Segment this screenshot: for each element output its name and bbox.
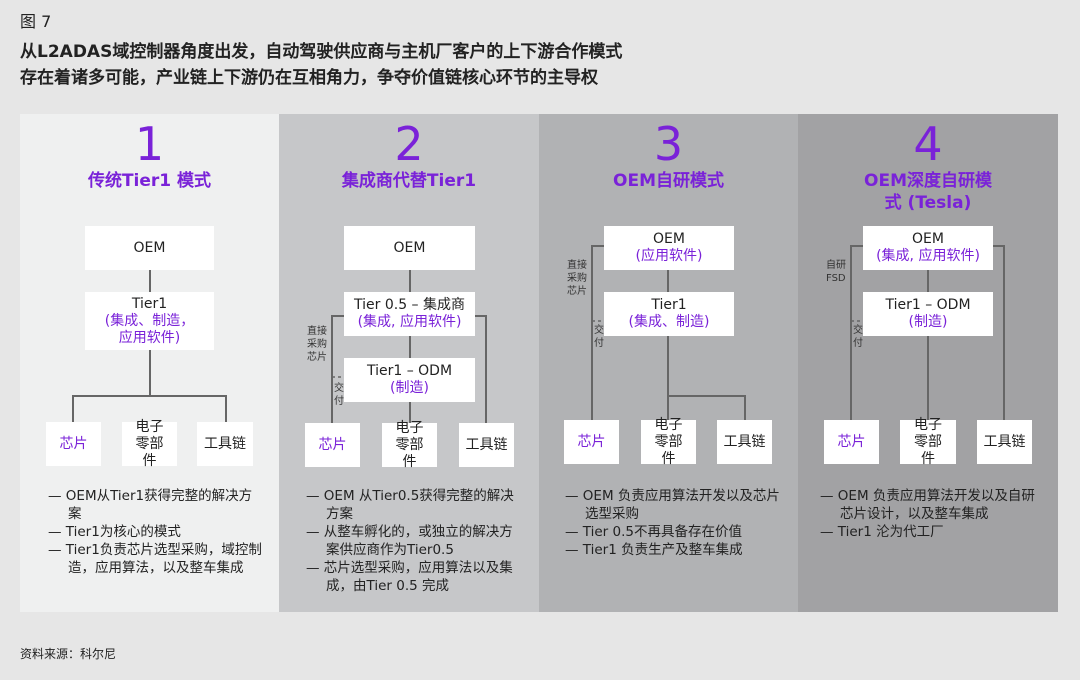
bullet-list: — OEM从Tier1获得完整的解决方案 — Tier1为核心的模式 — Tie…: [48, 487, 263, 577]
delivery-label: 交付: [853, 325, 863, 349]
source-note: 资料来源：科尔尼: [20, 647, 117, 661]
panel-number: 2: [394, 117, 424, 171]
panel-2: 2 集成商代替Tier1 OEM Tier 0.5 – 集成商(集成, 应用软件…: [279, 114, 539, 612]
electronics-label: 电子零部件: [395, 419, 424, 470]
toolchain-box: 工具链: [459, 423, 514, 467]
toolchain-box: 工具链: [717, 420, 772, 464]
oem-box: OEM: [344, 226, 475, 270]
electronics-box: 电子零部件: [382, 420, 437, 470]
bullet: — OEM 从Tier0.5获得完整的解决方案: [306, 488, 514, 522]
chip-label: 芯片: [837, 433, 866, 450]
tier05-box: Tier 0.5 – 集成商(集成, 应用软件): [344, 292, 475, 336]
connector-lines: [850, 245, 1005, 420]
toolchain-box: 工具链: [977, 420, 1032, 464]
figure-label: 图 7: [20, 12, 52, 31]
connector-lines: [591, 245, 746, 420]
panel-number: 3: [653, 117, 684, 171]
oem-label: OEM: [912, 231, 944, 247]
oem-box: OEM: [85, 226, 214, 270]
bullet: — 从整车孵化的，或独立的解决方案供应商作为Tier0.5: [306, 524, 513, 558]
tier1-odm-box: Tier1 – ODM(制造): [344, 358, 475, 402]
electronics-box: 电子零部件: [122, 419, 177, 469]
bullet: — Tier1为核心的模式: [48, 524, 181, 540]
chip-label: 芯片: [318, 436, 347, 453]
tier1-odm-label: Tier1 – ODM: [885, 297, 971, 313]
direct-purchase-label: 直接采购芯片: [307, 326, 327, 363]
panel-1: 1 传统Tier1 模式 OEM Tier1(集成、制造，应用软件) 芯片 电子…: [20, 114, 279, 612]
electronics-box: 电子零部件: [900, 417, 956, 467]
chip-box: 芯片: [305, 423, 360, 467]
direct-purchase-label: 直接采购芯片: [567, 260, 587, 297]
tier1-role: (集成、制造): [628, 314, 710, 330]
panel-title: 集成商代替Tier1: [341, 171, 477, 191]
toolchain-label: 工具链: [465, 436, 508, 453]
tier1-odm-role: (制造): [390, 380, 429, 396]
bullet: — OEM 负责应用算法开发以及芯片选型采购: [565, 488, 780, 522]
panel-title: OEM深度自研模式 (Tesla): [864, 171, 992, 213]
tier1-box: Tier1(集成、制造): [604, 292, 734, 336]
tier1-label: Tier1: [131, 295, 168, 312]
chip-box: 芯片: [564, 420, 619, 464]
bullet: — OEM从Tier1获得完整的解决方案: [48, 488, 253, 522]
chip-label: 芯片: [59, 435, 88, 452]
panel-title: OEM自研模式: [613, 171, 724, 191]
bullet: — Tier1 沦为代工厂: [820, 524, 944, 540]
bullet-list: — OEM 从Tier0.5获得完整的解决方案 — 从整车孵化的，或独立的解决方…: [306, 487, 524, 595]
electronics-label: 电子零部件: [914, 416, 942, 467]
bullet-list: — OEM 负责应用算法开发以及自研芯片设计，以及整车集成 — Tier1 沦为…: [820, 487, 1035, 541]
panel-number: 1: [134, 117, 165, 171]
oem-box: OEM(应用软件): [604, 226, 734, 270]
tier05-role: (集成, 应用软件): [357, 314, 462, 330]
oem-label: OEM: [133, 239, 166, 256]
electronics-label: 电子零部件: [135, 418, 164, 469]
panel-4: 4 OEM深度自研模式 (Tesla) OEM(集成, 应用软件) Tier1 …: [798, 114, 1058, 612]
panel-3: 3 OEM自研模式 OEM(应用软件) Tier1(集成、制造) 直接采购芯片 …: [539, 114, 798, 612]
panel-number: 4: [913, 117, 943, 171]
bullet: — Tier1 负责生产及整车集成: [565, 542, 743, 558]
oem-label: OEM: [393, 239, 426, 256]
oem-role: (集成, 应用软件): [876, 248, 980, 264]
chip-box: 芯片: [46, 422, 101, 466]
toolchain-label: 工具链: [204, 435, 246, 452]
tier1-odm-box: Tier1 – ODM(制造): [863, 292, 993, 336]
chip-label: 芯片: [577, 433, 606, 450]
toolchain-label: 工具链: [983, 433, 1026, 450]
tier1-odm-label: Tier1 – ODM: [366, 363, 453, 379]
bullet: — Tier1负责芯片选型采购，域控制造，应用算法，以及整车集成: [48, 542, 262, 576]
tier1-role: (集成、制造，应用软件): [104, 312, 195, 346]
delivery-label: 交付: [334, 383, 344, 407]
bullet-list: — OEM 负责应用算法开发以及芯片选型采购 — Tier 0.5不再具备存在价…: [565, 487, 780, 559]
oem-box: OEM(集成, 应用软件): [863, 226, 993, 270]
bullet: — Tier 0.5不再具备存在价值: [565, 524, 742, 540]
panel-title: 传统Tier1 模式: [87, 171, 212, 191]
bullet: — OEM 负责应用算法开发以及自研芯片设计，以及整车集成: [820, 488, 1035, 522]
oem-label: OEM: [653, 231, 685, 247]
tier1-box: Tier1(集成、制造，应用软件): [85, 292, 214, 350]
tier1-label: Tier1: [651, 297, 687, 313]
toolchain-label: 工具链: [723, 433, 766, 450]
bullet: — 芯片选型采购，应用算法以及集成，由Tier 0.5 完成: [306, 560, 513, 594]
tier05-label: Tier 0.5 – 集成商: [354, 297, 465, 313]
oem-role: (应用软件): [635, 248, 703, 264]
tier1-odm-role: (制造): [908, 314, 948, 330]
self-developed-fsd-label: 自研FSD: [826, 260, 846, 284]
delivery-label: 交付: [594, 325, 604, 349]
headline-line-2: 存在着诸多可能，产业链上下游仍在互相角力，争夺价值链核心环节的主导权: [20, 68, 598, 88]
chip-box: 芯片: [824, 420, 879, 464]
electronics-label: 电子零部件: [654, 416, 683, 467]
toolchain-box: 工具链: [197, 422, 253, 466]
electronics-box: 电子零部件: [641, 417, 696, 467]
headline-line-1: 从L2ADAS域控制器角度出发，自动驾驶供应商与主机厂客户的上下游合作模式: [20, 42, 623, 62]
